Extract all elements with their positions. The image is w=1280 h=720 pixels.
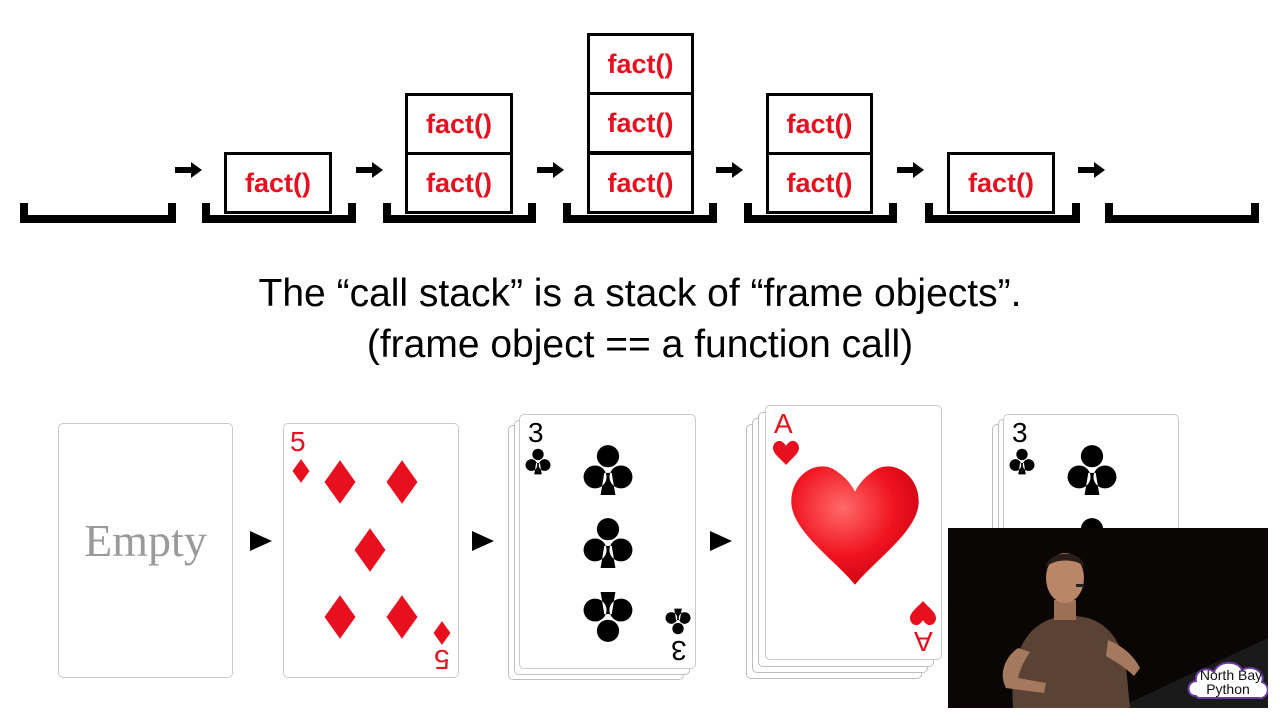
stack-frame: fact()	[587, 92, 694, 154]
caption-line-1: The “call stack” is a stack of “frame ob…	[258, 272, 1022, 315]
stack-frame: fact()	[405, 93, 513, 155]
club-pips-icon	[525, 445, 691, 642]
stack-frame: fact()	[587, 33, 694, 95]
logo-line-2: Python	[1206, 681, 1250, 697]
stack-tray-4	[744, 203, 897, 223]
heart-icon	[773, 440, 936, 626]
card-rank: 3	[528, 417, 544, 448]
card-rank: 5	[290, 426, 306, 457]
right-arrow-icon	[537, 162, 564, 178]
north-bay-python-logo	[1187, 661, 1268, 700]
stack-tray-3	[563, 203, 717, 223]
empty-card-label: Empty	[84, 515, 207, 566]
stack-frame: fact()	[766, 152, 873, 214]
stack-tray-1	[202, 203, 356, 223]
ace-of-hearts-card: A A	[765, 405, 942, 660]
stack-tray-5	[925, 203, 1080, 223]
play-arrow-icon	[710, 531, 732, 551]
right-arrow-icon	[897, 162, 924, 178]
stack-tray-0	[20, 203, 176, 223]
play-arrow-icon	[250, 531, 272, 551]
three-of-clubs-card: 3 3	[519, 414, 696, 669]
right-arrow-icon	[716, 162, 743, 178]
logo-line-1: North Bay	[1199, 667, 1263, 683]
stack-tray-6	[1105, 203, 1259, 223]
five-of-diamonds-card: 5 5	[283, 423, 459, 678]
stack-frame: fact()	[224, 152, 332, 214]
stack-frame: fact()	[405, 152, 513, 214]
stack-frame: fact()	[947, 152, 1055, 214]
right-arrow-icon	[356, 162, 383, 178]
empty-card: Empty	[58, 423, 233, 678]
card-rank: A	[774, 408, 793, 439]
play-arrow-icon	[472, 531, 494, 551]
right-arrow-icon	[1078, 162, 1105, 178]
right-arrow-icon	[175, 162, 202, 178]
diamond-pips-icon	[292, 459, 451, 645]
card-rank: 3	[1012, 417, 1028, 448]
stack-frame: fact()	[587, 152, 694, 214]
caption-line-2: (frame object == a function call)	[366, 323, 914, 366]
speaker-video: North Bay Python	[948, 528, 1268, 708]
stack-frame: fact()	[766, 93, 873, 155]
stack-tray-2	[383, 203, 536, 223]
